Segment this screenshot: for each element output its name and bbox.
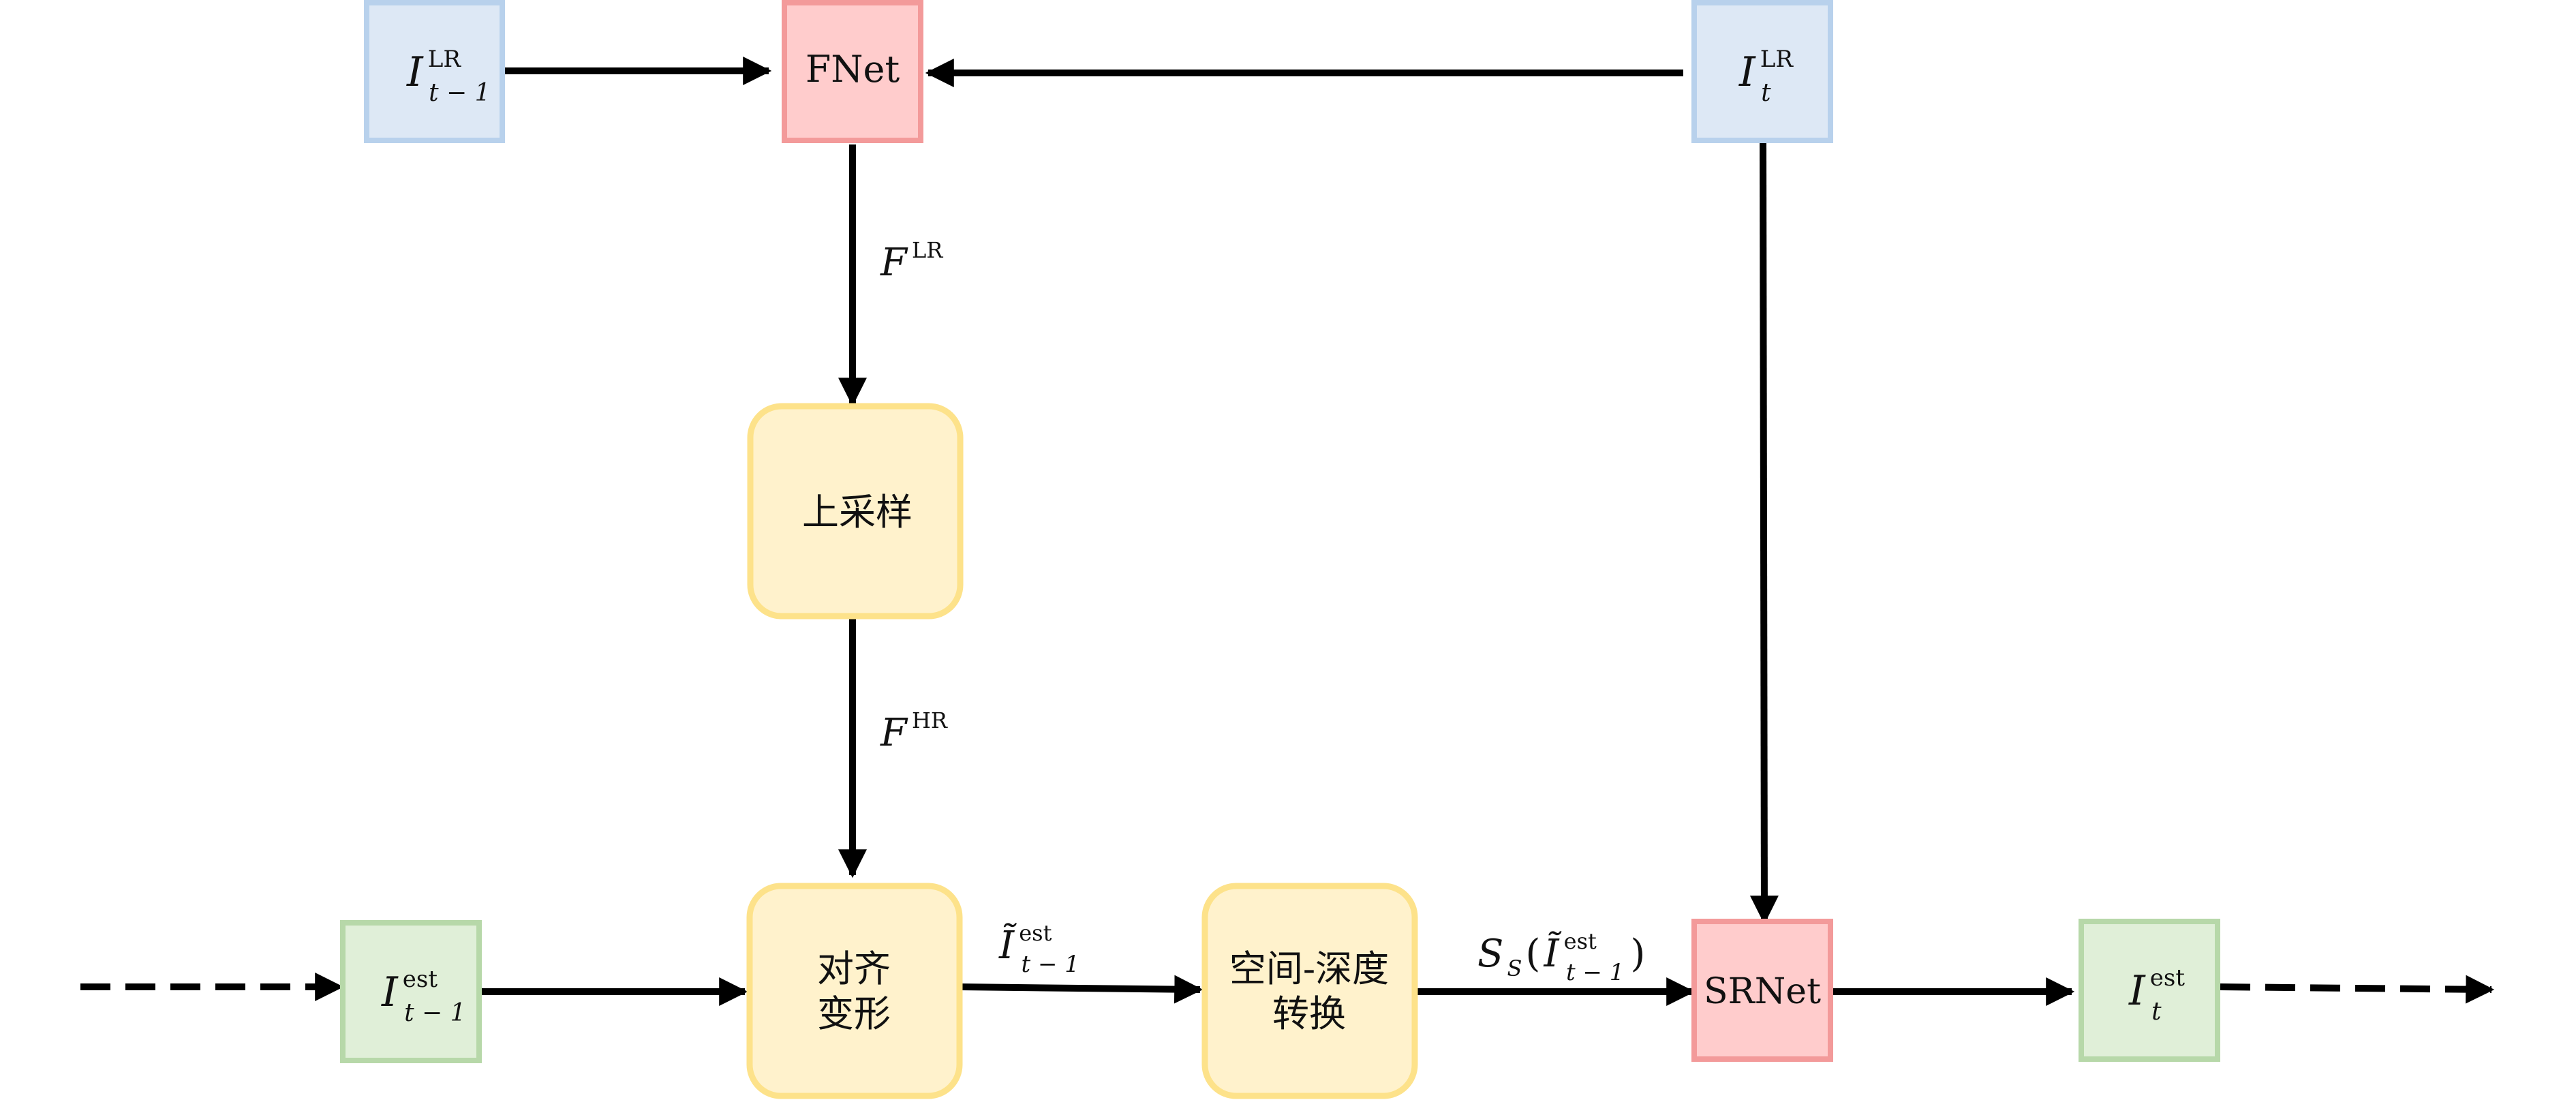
node-srnet-box	[1691, 919, 1833, 1062]
node-i-lr-curr: I LR t	[1691, 0, 1833, 143]
node-i-est-prev: I est t − 1	[340, 920, 482, 1063]
node-space-to-depth-box	[1201, 883, 1418, 1099]
node-i-lr-prev: I LR t − 1	[364, 0, 505, 143]
node-fnet-label: FNet	[806, 48, 900, 91]
node-i-lr-prev-label: I LR t − 1	[406, 46, 491, 107]
edge-label-f-lr: F LR	[880, 237, 943, 285]
node-fnet: FNet	[782, 0, 923, 143]
edge-label-space-to-depth: S S ( Ĩ est t − 1 )	[1477, 928, 1645, 986]
node-i-lr-curr-box	[1691, 0, 1833, 143]
node-srnet-label: SRNet	[1704, 971, 1821, 1012]
node-upsample-box	[747, 403, 964, 620]
node-i-est-prev-label: I est t − 1	[381, 966, 466, 1027]
node-i-est-prev-box	[340, 920, 482, 1063]
node-i-est-curr-label: I est t	[2128, 964, 2188, 1026]
edge-outgoing-dashed	[2220, 975, 2495, 1004]
node-space-to-depth-line2: 转换	[1272, 992, 1346, 1035]
node-upsample-label: 上采样	[802, 491, 913, 534]
node-warp-box	[746, 883, 963, 1099]
node-i-lr-curr-label: I LR t	[1738, 46, 1796, 107]
node-i-est-curr-box	[2079, 919, 2220, 1062]
edge-label-warped-estimate: Ĩ est t − 1	[998, 920, 1079, 978]
node-warp-line1: 对齐	[817, 947, 891, 990]
edge-label-f-hr: F HR	[880, 707, 948, 755]
node-i-est-curr: I est t	[2079, 919, 2220, 1062]
node-upsample: 上采样	[747, 403, 964, 620]
node-warp: 对齐 变形	[746, 883, 963, 1099]
node-space-to-depth-line1: 空间-深度	[1229, 947, 1389, 990]
edge-warp-to-s2d	[959, 975, 1203, 1004]
node-warp-line2: 变形	[817, 992, 891, 1035]
node-space-to-depth: 空间-深度 转换	[1201, 883, 1418, 1099]
edges	[80, 57, 2495, 1006]
node-srnet: SRNet	[1691, 919, 1833, 1062]
node-fnet-box	[782, 0, 923, 143]
node-i-lr-prev-box	[364, 0, 505, 143]
edge-ilrcurr-to-srnet	[1749, 141, 1779, 925]
